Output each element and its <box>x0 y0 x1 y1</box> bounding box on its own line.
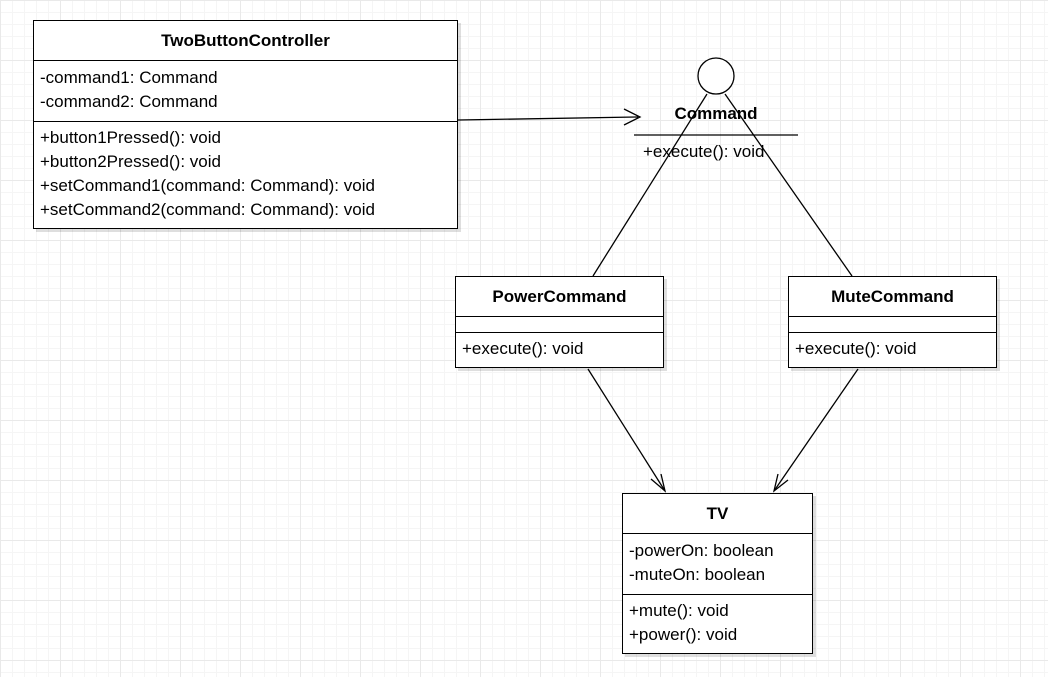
association-arrowhead-mute-to-tv <box>772 473 789 493</box>
attribute: -command1: Command <box>40 68 218 87</box>
operations-compartment: +mute(): void +power(): void <box>623 595 812 649</box>
operations-compartment: +execute(): void <box>456 333 663 363</box>
class-mute-command[interactable]: MuteCommand +execute(): void <box>788 276 997 368</box>
class-name: MuteCommand <box>789 277 996 317</box>
operation: +setCommand1(command: Command): void <box>40 176 375 195</box>
attributes-compartment: -command1: Command -command2: Command <box>34 61 457 122</box>
class-name: TV <box>623 494 812 534</box>
association-power-to-tv <box>587 368 666 492</box>
association-mute-to-tv <box>773 368 859 492</box>
interface-name[interactable]: Command <box>674 104 758 123</box>
operation: +button1Pressed(): void <box>40 128 221 147</box>
operation: +execute(): void <box>462 339 584 358</box>
operations-compartment: +button1Pressed(): void +button2Pressed(… <box>34 122 457 224</box>
operation: +button2Pressed(): void <box>40 152 221 171</box>
attributes-compartment <box>456 317 663 333</box>
attributes-compartment: -powerOn: boolean -muteOn: boolean <box>623 534 812 595</box>
attribute: -muteOn: boolean <box>629 565 766 584</box>
class-two-button-controller[interactable]: TwoButtonController -command1: Command -… <box>33 20 458 229</box>
operation: +setCommand2(command: Command): void <box>40 200 375 219</box>
operation: +execute(): void <box>795 339 917 358</box>
operation: +mute(): void <box>629 601 729 620</box>
class-name: TwoButtonController <box>34 21 457 61</box>
operation: +power(): void <box>629 625 738 644</box>
attribute: -command2: Command <box>40 92 218 111</box>
interface-operation: +execute(): void <box>643 142 765 161</box>
attribute: -powerOn: boolean <box>629 541 774 560</box>
operations-compartment: +execute(): void <box>789 333 996 363</box>
association-controller-to-command <box>457 116 639 121</box>
class-tv[interactable]: TV -powerOn: boolean -muteOn: boolean +m… <box>622 493 813 654</box>
attributes-compartment <box>789 317 996 333</box>
class-name: PowerCommand <box>456 277 663 317</box>
interface-lollipop-icon <box>697 57 735 95</box>
association-arrowhead-power-to-tv <box>650 473 667 493</box>
class-power-command[interactable]: PowerCommand +execute(): void <box>455 276 664 368</box>
